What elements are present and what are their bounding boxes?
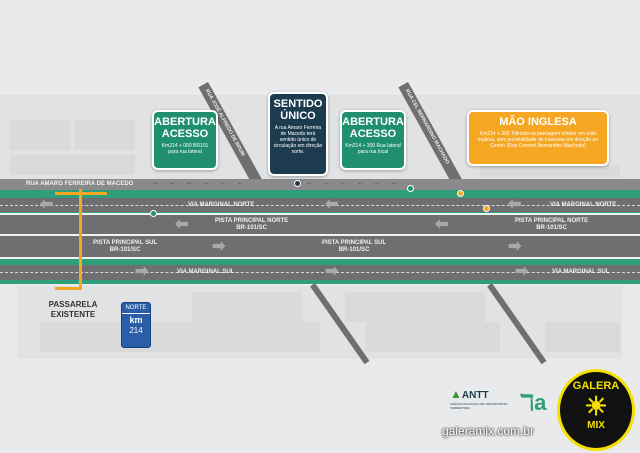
one-way-arrows: ← ← ← ← ← ← — [152, 180, 248, 187]
building — [75, 120, 135, 150]
building — [10, 120, 70, 150]
rua-amaro-road — [0, 179, 640, 190]
direction-arrow-icon: ➡ — [135, 263, 149, 280]
marker-dot — [294, 180, 301, 187]
marker-dot — [483, 205, 490, 212]
partner-logo: ℸa — [520, 390, 547, 415]
via-marginal-norte-label: VIA MARGINAL NORTE — [188, 202, 255, 208]
direction-arrow-icon: ⬅ — [325, 196, 339, 213]
watermark: galeramix.com.br — [442, 424, 535, 438]
galera-mix-logo: GALERA ☀ MIX — [557, 369, 635, 451]
km-sign: NORTE km 214 — [121, 302, 151, 348]
antt-logo: ▲ANTT AGÊNCIA NACIONAL DE TRANSPORTES TE… — [450, 387, 508, 410]
marker-dot — [407, 185, 414, 192]
direction-arrow-icon: ⬅ — [508, 196, 522, 213]
direction-arrow-icon: ⬅ — [435, 216, 449, 233]
direction-arrow-icon: ➡ — [508, 238, 522, 255]
direction-arrow-icon: ➡ — [212, 238, 226, 255]
marker-dot — [457, 190, 464, 197]
passarela-label: PASSARELA EXISTENTE — [48, 300, 98, 319]
building — [480, 165, 620, 177]
median — [0, 190, 640, 198]
via-marginal-sul-label: VIA MARGINAL SUL — [552, 269, 610, 275]
pista-principal-norte — [0, 215, 640, 234]
rua-amaro-label: RUA AMARO FERREIRA DE MACEDO — [26, 181, 134, 187]
antt-triangle-icon: ▲ — [450, 387, 462, 401]
direction-arrow-icon: ⬅ — [40, 196, 54, 213]
sun-icon: ☀ — [584, 391, 608, 421]
direction-arrow-icon: ⬅ — [175, 216, 189, 233]
direction-arrow-icon: ➡ — [325, 263, 339, 280]
passarela-line — [79, 189, 82, 289]
building — [10, 155, 135, 175]
via-marginal-norte-label: VIA MARGINAL NORTE — [550, 202, 617, 208]
one-way-arrows: ← ← ← ← ← ← — [306, 180, 402, 187]
direction-arrow-icon: ➡ — [515, 263, 529, 280]
marker-dot — [150, 210, 157, 217]
pista-principal-sul — [0, 236, 640, 257]
via-marginal-sul-label: VIA MARGINAL SUL — [177, 269, 235, 275]
